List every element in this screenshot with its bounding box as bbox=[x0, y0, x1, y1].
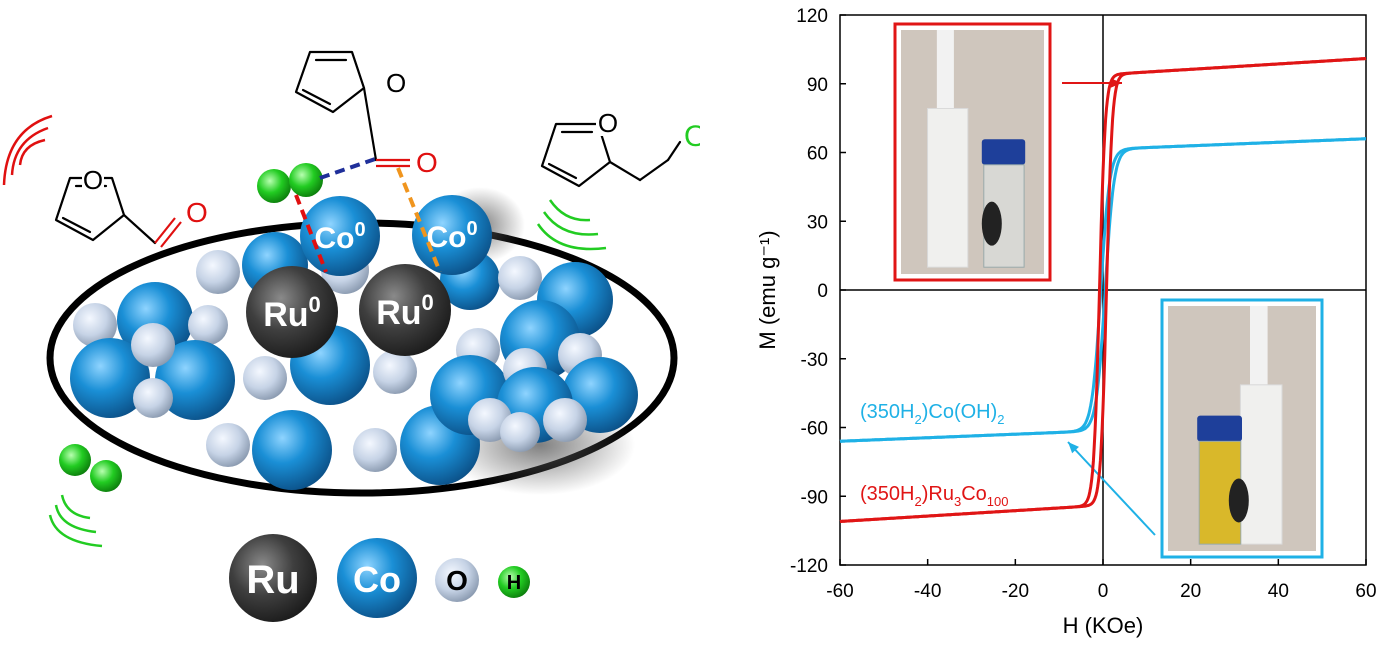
co-site-right: Co0 bbox=[412, 195, 492, 275]
svg-text:O: O bbox=[83, 165, 103, 195]
h-to-carbonyl-bond bbox=[319, 156, 379, 180]
vial-cap bbox=[981, 139, 1026, 165]
h2-adsorbed bbox=[257, 163, 323, 203]
legend-ru-label: Ru bbox=[246, 558, 299, 602]
magnetic-particles bbox=[981, 201, 1002, 246]
series-line-branch-down bbox=[839, 57, 1367, 523]
furfural-molecule-top: O bbox=[294, 50, 438, 178]
vibration-arcs-green-top bbox=[536, 199, 607, 251]
svg-text:HRu0: HRu0 bbox=[263, 292, 321, 334]
inset-co-oh2-photo bbox=[1160, 298, 1324, 559]
legend-h-label: H bbox=[507, 572, 521, 594]
legend-o-label: O bbox=[446, 565, 468, 596]
y-axis-label: M (emu g⁻¹) bbox=[755, 230, 780, 349]
ru-site-right: Ru0 bbox=[359, 264, 451, 356]
inset-arrow-blue-head bbox=[1068, 442, 1079, 454]
y-tick-label: 60 bbox=[807, 144, 828, 165]
co-oh-cluster bbox=[70, 232, 638, 490]
x-tick-label: -40 bbox=[914, 581, 941, 602]
hysteresis-curves: (350H2)Co(OH)2 (350H2)Ru3Co100 bbox=[839, 57, 1367, 523]
svg-text:O: O bbox=[416, 147, 438, 178]
h-to-ru-bond bbox=[294, 194, 328, 273]
y-tick-label: -60 bbox=[801, 419, 828, 440]
x-tick-label: 20 bbox=[1180, 581, 1201, 602]
y-tick-label: 0 bbox=[817, 281, 828, 302]
x-tick-label: 40 bbox=[1268, 581, 1289, 602]
svg-text:O: O bbox=[598, 108, 618, 138]
vibration-arcs-red bbox=[2, 114, 53, 186]
x-tick-label: -60 bbox=[826, 581, 853, 602]
inset-ru3co100-photo bbox=[893, 22, 1052, 282]
series-line-branch-down bbox=[839, 137, 1366, 443]
magnetic-particles bbox=[1228, 478, 1249, 523]
svg-text:Co0: Co0 bbox=[314, 219, 365, 255]
vial-cap bbox=[1197, 415, 1242, 442]
series-label: (350H2)Co(OH)2 bbox=[860, 401, 1005, 427]
magnet-rod-top bbox=[1250, 306, 1268, 396]
vibration-arcs-green-bottom bbox=[48, 494, 103, 548]
y-tick-label: 120 bbox=[796, 6, 828, 27]
h2-free bbox=[59, 444, 122, 492]
y-tick-label: -30 bbox=[801, 350, 828, 371]
plot-axes: -60 -40 -20 0 20 40 60 -120 -90 -60 -30 0 30 60 90 120 bbox=[790, 6, 1377, 602]
element-legend: Ru Co O H bbox=[229, 534, 530, 622]
x-axis-label: H (KOe) bbox=[1063, 613, 1144, 638]
furfural-molecule-left: O O bbox=[54, 165, 208, 248]
furfuryl-alcohol-molecule: O OH bbox=[540, 108, 700, 188]
y-tick-label: -90 bbox=[801, 487, 828, 508]
photo-insets bbox=[893, 22, 1324, 559]
y-tick-label: -120 bbox=[790, 556, 828, 577]
x-tick-label: 0 bbox=[1098, 581, 1109, 602]
magnet-rod bbox=[1239, 384, 1283, 545]
series-label: (350H2)Ru3Co100 bbox=[860, 483, 1008, 509]
y-tick-label: 90 bbox=[807, 75, 828, 96]
legend-co-label: Co bbox=[353, 559, 401, 600]
hydroxyl-label: OH bbox=[684, 120, 700, 153]
ru-site-left: HRu0 bbox=[246, 266, 338, 358]
magnet-rod-top bbox=[936, 30, 954, 120]
ring-oxygen-label: O bbox=[386, 68, 406, 98]
y-tick-label: 30 bbox=[807, 212, 828, 233]
x-tick-label: -20 bbox=[1002, 581, 1029, 602]
magnet-rod bbox=[927, 107, 969, 268]
catalyst-scheme: HRu0 Ru0 Co0 Co0 O O bbox=[2, 50, 700, 622]
carbonyl-to-co-bond bbox=[396, 167, 442, 273]
carbonyl-oxygen-label: O bbox=[186, 197, 208, 228]
x-tick-label: 60 bbox=[1355, 581, 1376, 602]
inset-arrow-blue bbox=[1067, 441, 1156, 536]
